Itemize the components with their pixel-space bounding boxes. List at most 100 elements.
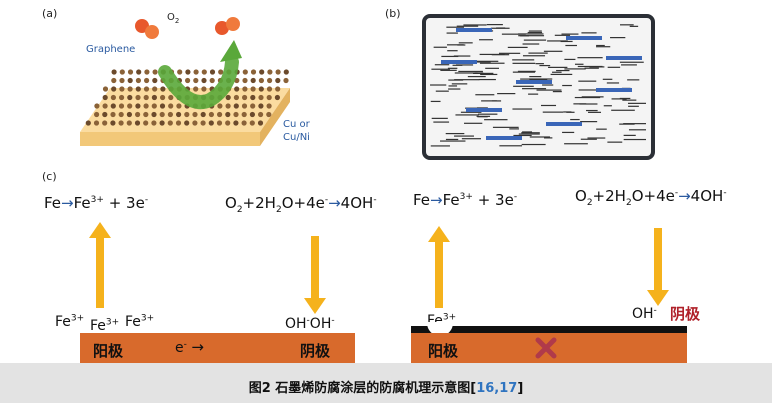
carbon-atom — [283, 77, 289, 84]
carbon-atom — [167, 120, 173, 126]
carbon-atom — [160, 94, 166, 101]
carbon-atom — [118, 103, 125, 109]
polymer-flake — [523, 39, 547, 41]
carbon-atom — [94, 103, 100, 109]
right-anode-label: 阳极 — [428, 342, 459, 360]
polymer-flake — [456, 25, 479, 27]
polymer-flake — [460, 111, 482, 113]
polymer-flake — [596, 46, 611, 48]
polymer-flake — [578, 89, 597, 91]
polymer-flake — [499, 145, 523, 147]
polymer-flake — [435, 90, 449, 92]
polymer-flake — [445, 132, 465, 135]
carbon-atom — [127, 86, 133, 92]
carbon-atom — [185, 69, 191, 75]
polymer-flake — [579, 103, 598, 105]
carbon-atom — [110, 120, 116, 126]
carbon-atom — [175, 120, 182, 126]
carbon-atom — [111, 77, 117, 84]
polymer-flake — [480, 73, 498, 76]
carbon-atom — [266, 86, 273, 92]
carbon-atom — [208, 120, 214, 126]
carbon-atom — [135, 86, 141, 92]
polymer-flake — [441, 55, 459, 58]
carbon-atom — [143, 111, 149, 118]
carbon-atom — [143, 94, 149, 101]
polymer-flake — [512, 108, 533, 110]
carbon-atom — [126, 111, 132, 118]
polymer-flake — [611, 98, 627, 100]
reflection-arrow-head — [220, 40, 242, 62]
carbon-atom — [135, 103, 141, 109]
polymer-flake — [434, 64, 450, 66]
carbon-atom — [111, 69, 117, 75]
carbon-atom — [177, 69, 183, 75]
polymer-flake — [528, 30, 542, 32]
polymer-flake — [447, 44, 464, 46]
polymer-flake — [574, 96, 601, 99]
carbon-atom — [126, 120, 132, 126]
polymer-flake — [518, 133, 540, 135]
polymer-flake — [445, 138, 459, 141]
graphene-lattice — [85, 69, 289, 126]
right-fe-oxidation-equation: Fe→Fe3+ + 3e- — [413, 191, 518, 209]
polymer-flake — [509, 128, 519, 130]
carbon-atom — [258, 94, 264, 101]
carbon-atom — [152, 69, 158, 75]
carbon-atom — [242, 77, 248, 84]
polymer-flake — [485, 67, 499, 69]
polymer-flake — [606, 82, 620, 84]
polymer-flake — [455, 64, 474, 66]
carbon-atom — [119, 77, 125, 84]
right-cathode-down-arrow — [647, 228, 669, 306]
carbon-atom — [258, 86, 264, 92]
blocked-electron-cross-icon — [535, 337, 557, 359]
left-fe-ion-1: Fe3+ — [55, 313, 85, 330]
polymer-flake — [586, 109, 598, 112]
carbon-atom — [266, 111, 272, 118]
graphene-sheet — [566, 36, 602, 40]
polymer-flake — [561, 33, 579, 35]
carbon-atom — [218, 69, 224, 75]
polymer-flake — [563, 111, 572, 113]
polymer-flake — [581, 32, 597, 34]
carbon-atom — [118, 111, 124, 118]
polymer-flake — [573, 103, 587, 105]
polymer-flake — [486, 24, 503, 26]
polymer-flake — [518, 33, 544, 35]
carbon-atom — [127, 103, 133, 109]
carbon-atom — [233, 111, 239, 118]
polymer-flake — [629, 25, 639, 27]
polymer-flake — [596, 128, 607, 130]
polymer-flake — [431, 117, 448, 119]
polymer-flake — [513, 85, 534, 87]
polymer-flake — [447, 67, 458, 69]
polymer-flake — [548, 66, 568, 68]
figure-caption: 图2 石墨烯防腐涂层的防腐机理示意图[16,17] — [248, 381, 524, 396]
carbon-atom — [184, 111, 190, 118]
carbon-atom — [267, 69, 273, 75]
polymer-flake — [529, 136, 550, 138]
polymer-flake — [430, 145, 450, 147]
carbon-atom — [152, 86, 158, 92]
left-iron-substrate — [80, 333, 355, 363]
carbon-atom — [233, 103, 239, 109]
polymer-flake — [622, 99, 637, 101]
carbon-atom — [201, 69, 207, 75]
left-fe-ion-2: Fe3+ — [90, 317, 120, 334]
carbon-atom — [258, 77, 264, 84]
carbon-atom — [275, 69, 281, 75]
carbon-atom — [274, 94, 280, 101]
left-anode-label: 阳极 — [93, 342, 124, 360]
polymer-flake — [628, 129, 646, 131]
carbon-atom — [135, 77, 141, 84]
substrate-side-face — [260, 88, 290, 146]
polymer-flake — [475, 61, 491, 63]
substrate-front-face — [80, 132, 260, 146]
carbon-atom — [143, 120, 149, 126]
carbon-atom — [143, 103, 149, 109]
polymer-flake — [492, 126, 519, 128]
graphene-sheet — [516, 80, 552, 84]
polymer-flake — [529, 76, 542, 78]
carbon-atom — [102, 120, 108, 126]
